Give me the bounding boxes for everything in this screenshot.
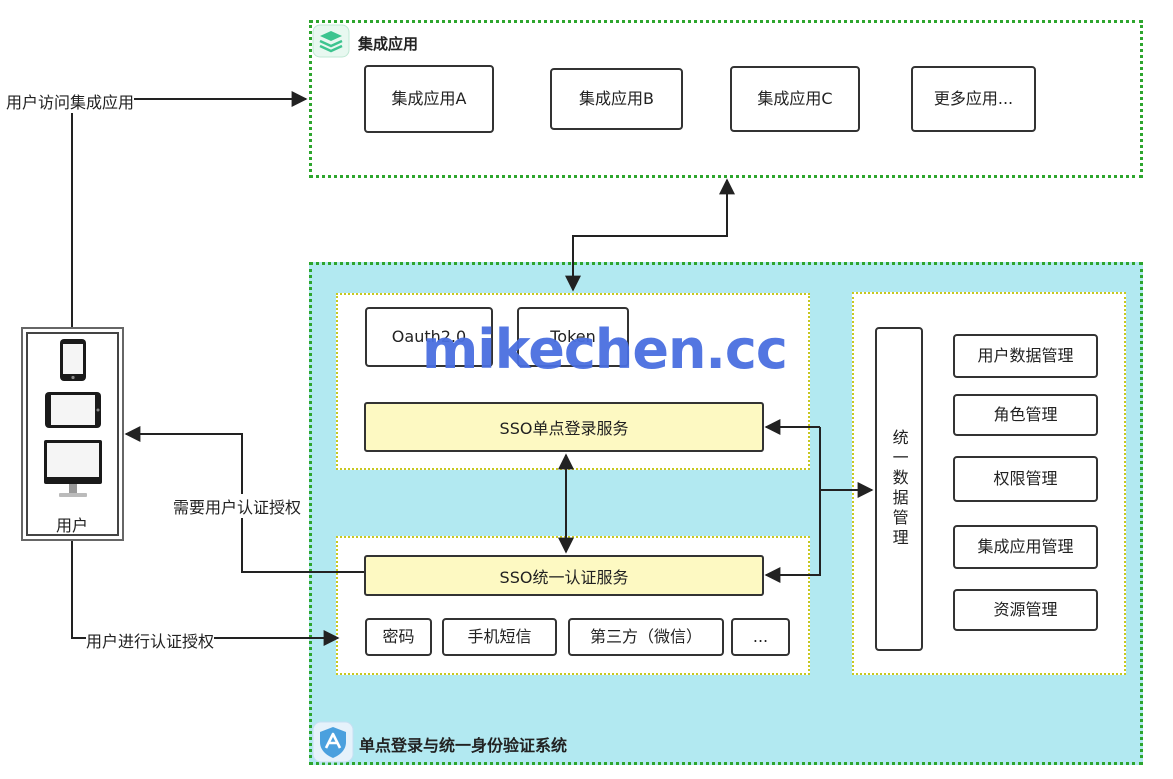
sso-auth-service: SSO统一认证服务	[364, 555, 764, 596]
auth-password-box: 密码	[365, 618, 432, 656]
sso-login-service: SSO单点登录服务	[364, 402, 764, 452]
tablet-icon	[44, 391, 102, 429]
shield-icon	[312, 721, 354, 763]
app-c-box: 集成应用C	[730, 66, 860, 132]
app-a-box: 集成应用A	[364, 65, 494, 133]
resource-mgmt-box: 资源管理	[953, 589, 1098, 631]
app-b-box: 集成应用B	[550, 68, 683, 130]
permission-mgmt-box: 权限管理	[953, 456, 1098, 502]
app-mgmt-box: 集成应用管理	[953, 525, 1098, 569]
oauth-box: Oauth2.0	[365, 307, 493, 367]
auth-more-box: ...	[731, 618, 790, 656]
unified-data-management: 统一数据管理	[875, 327, 923, 651]
role-mgmt-box: 角色管理	[953, 394, 1098, 436]
label-do-auth: 用户进行认证授权	[86, 628, 215, 652]
watermark-text: mikechen.cc	[422, 318, 788, 381]
desktop-icon	[43, 439, 103, 501]
token-box: Token	[517, 307, 629, 367]
user-label: 用户	[56, 516, 89, 535]
label-need-auth: 需要用户认证授权	[173, 494, 302, 518]
sso-group-title: 单点登录与统一身份验证系统	[359, 736, 568, 755]
more-apps-box: 更多应用...	[911, 66, 1036, 132]
label-access-apps: 用户访问集成应用	[6, 89, 135, 113]
apps-group-title: 集成应用	[358, 35, 419, 53]
user-data-mgmt-box: 用户数据管理	[953, 334, 1098, 378]
phone-icon	[59, 338, 87, 382]
auth-sms-box: 手机短信	[442, 618, 557, 656]
stack-icon	[312, 24, 350, 58]
auth-thirdparty-box: 第三方（微信）	[568, 618, 724, 656]
